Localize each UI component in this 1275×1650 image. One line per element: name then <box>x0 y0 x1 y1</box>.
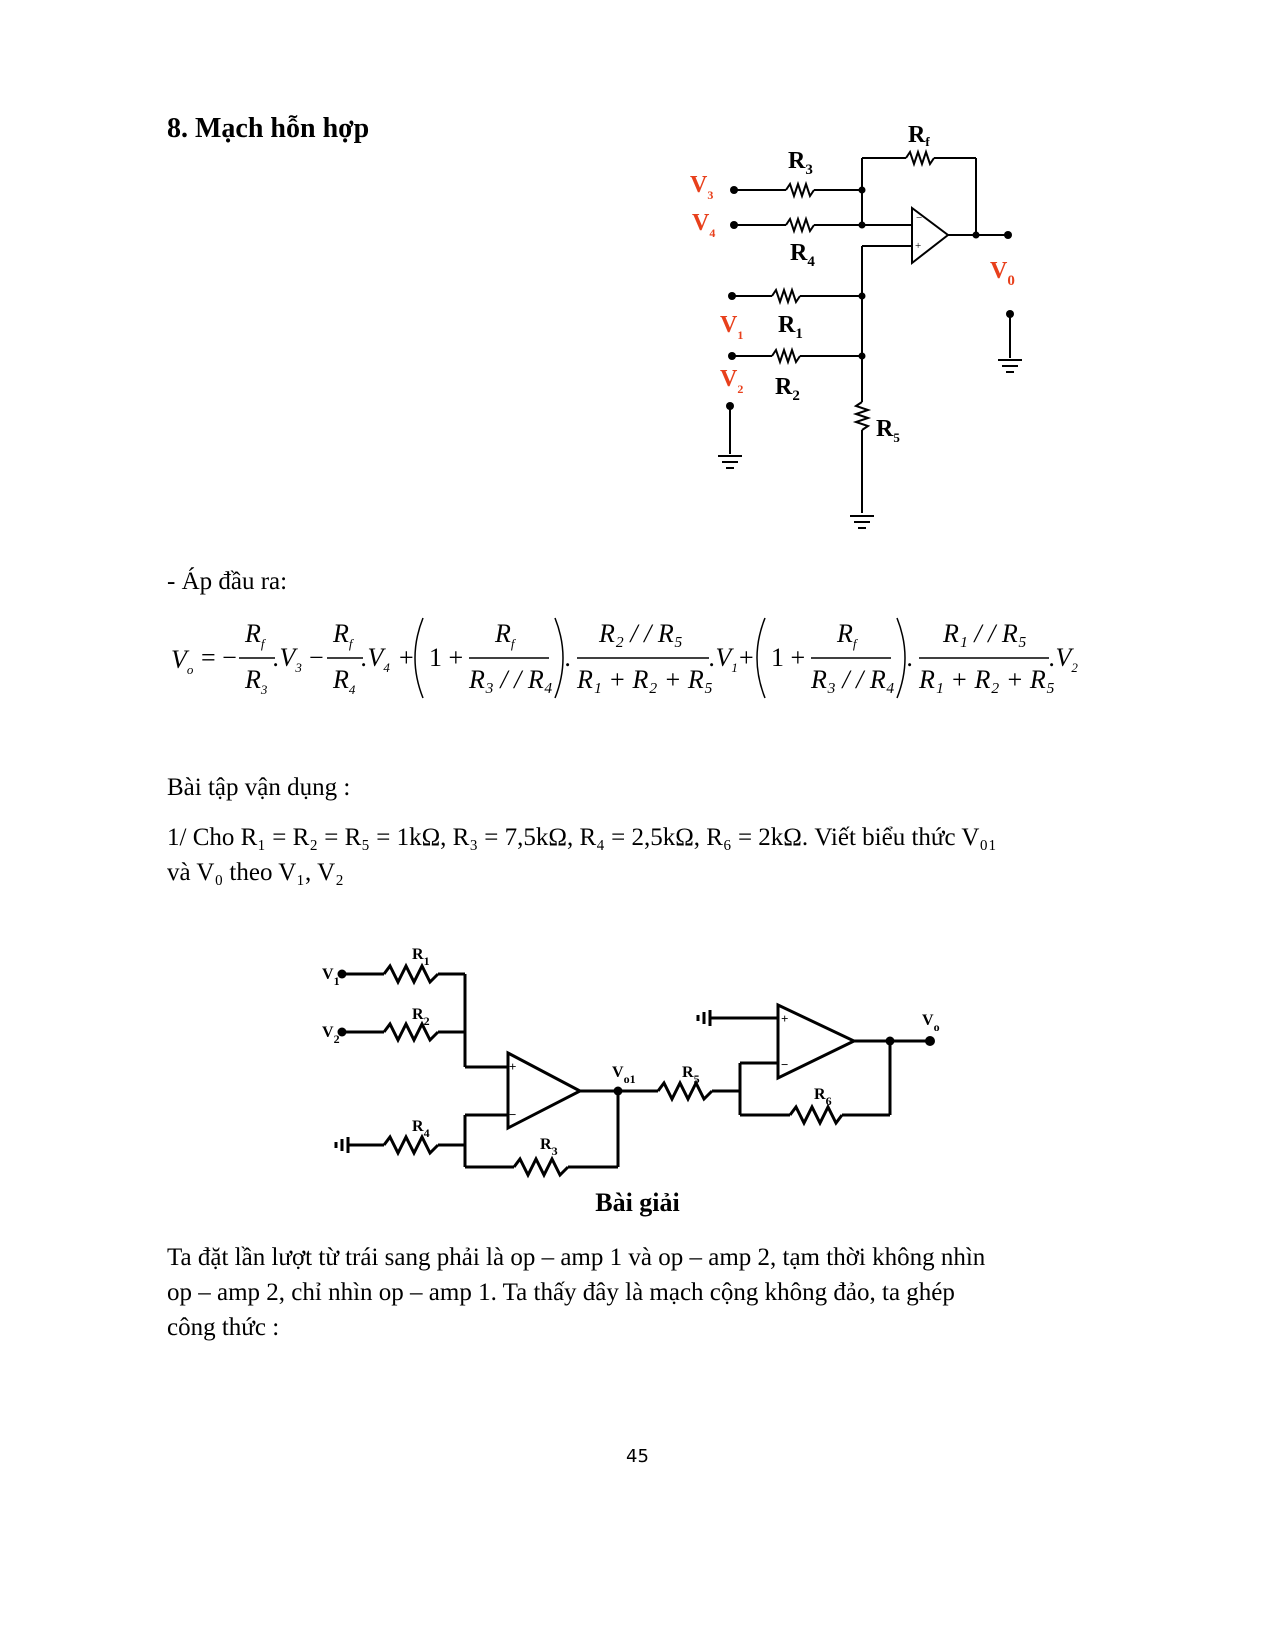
label-v2: V2 <box>720 366 743 396</box>
t4-num: R₁ / / R₅ <box>942 619 1027 648</box>
formula-plus-2: + <box>739 643 754 672</box>
formula-plus-1: + <box>399 643 414 672</box>
t2-den: R4 <box>332 665 356 697</box>
gain1-den: R₃ / / R₄ <box>468 665 553 694</box>
label-r2: R2 <box>775 374 800 404</box>
label2-v1: V1 <box>322 966 340 988</box>
t4-var: .V2 <box>1049 643 1078 675</box>
solution-title: Bài giải <box>595 1188 680 1217</box>
label2-r5: R5 <box>682 1064 700 1086</box>
label-vo: V0 <box>990 258 1015 289</box>
label2-r2: R2 <box>412 1006 430 1028</box>
one-plus-1: 1 + <box>429 643 463 672</box>
label-v3: V3 <box>690 172 713 202</box>
opamp2-minus: − <box>781 1057 788 1072</box>
exercise-text-line1: 1/ Cho R₁ = R₂ = R₅ = 1kΩ, R₃ = 7,5kΩ, R… <box>167 824 997 851</box>
label2-vo: Vo <box>922 1012 940 1034</box>
output-voltage-label: - Áp đầu ra: <box>167 568 288 595</box>
solution-line-2: op – amp 2, chỉ nhìn op – amp 1. Ta thấy… <box>167 1279 955 1306</box>
gain2-den: R₃ / / R₄ <box>810 665 895 694</box>
label-r1: R1 <box>778 312 803 342</box>
t1-num: Rf <box>244 619 267 651</box>
t3-var: .V1 <box>709 643 738 675</box>
opamp1-minus: − <box>916 212 922 224</box>
opamp2-plus: + <box>781 1011 788 1026</box>
label2-vo1: Vo1 <box>612 1064 636 1086</box>
opamp1-plus: + <box>915 240 921 252</box>
label-r3: R3 <box>788 148 813 178</box>
t2-var: .V4 <box>361 643 390 675</box>
label-r5: R5 <box>876 416 900 445</box>
mixed-circuit-diagram: − + Rf R3 R4 R1 R2 R5 V3 V4 V1 V2 V0 <box>690 122 1022 529</box>
label2-r6: R6 <box>814 1086 832 1108</box>
opamp1-plus: + <box>509 1059 516 1074</box>
formula-dot-1: . <box>565 643 572 672</box>
two-opamp-circuit-diagram: + − + − V1 V2 R1 R2 R4 R3 Vo1 R5 R6 Vo <box>322 946 940 1179</box>
t2-num: Rf <box>332 619 355 651</box>
page-number: 45 <box>626 1446 649 1467</box>
formula-dot-2: . <box>907 643 914 672</box>
formula-minus: − <box>309 643 324 672</box>
t4-den: R₁ + R₂ + R₅ <box>918 665 1055 694</box>
exercise-text-line2: và V₀ theo V₁, V₂ <box>167 859 344 886</box>
label-v1: V1 <box>720 312 743 342</box>
label-rf: Rf <box>908 122 930 149</box>
opamp1-minus: − <box>509 1107 516 1122</box>
one-plus-2: 1 + <box>771 643 805 672</box>
formula-eq: = − <box>201 643 237 672</box>
output-formula: Vo = − Rf R3 .V3 − Rf R4 .V4 + 1 + Rf R₃… <box>171 617 1078 699</box>
section-heading: 8. Mạch hỗn hợp <box>167 113 370 144</box>
solution-line-3: công thức : <box>167 1314 280 1341</box>
label-r4: R4 <box>790 240 815 270</box>
t3-num: R₂ / / R₅ <box>598 619 683 648</box>
label2-r1: R1 <box>412 946 430 968</box>
gain2-num: Rf <box>836 619 859 651</box>
t3-den: R₁ + R₂ + R₅ <box>576 665 713 694</box>
formula-lhs: Vo <box>171 645 194 677</box>
label2-v2: V2 <box>322 1024 340 1046</box>
exercise-title: Bài tập vận dụng : <box>167 774 351 801</box>
t1-var: .V3 <box>273 643 302 675</box>
label2-r4: R4 <box>412 1118 430 1140</box>
gain1-num: Rf <box>494 619 517 651</box>
t1-den: R3 <box>244 665 268 697</box>
label2-r3: R3 <box>540 1136 558 1158</box>
label-v4: V4 <box>692 210 715 240</box>
solution-line-1: Ta đặt lần lượt từ trái sang phải là op … <box>167 1244 986 1271</box>
